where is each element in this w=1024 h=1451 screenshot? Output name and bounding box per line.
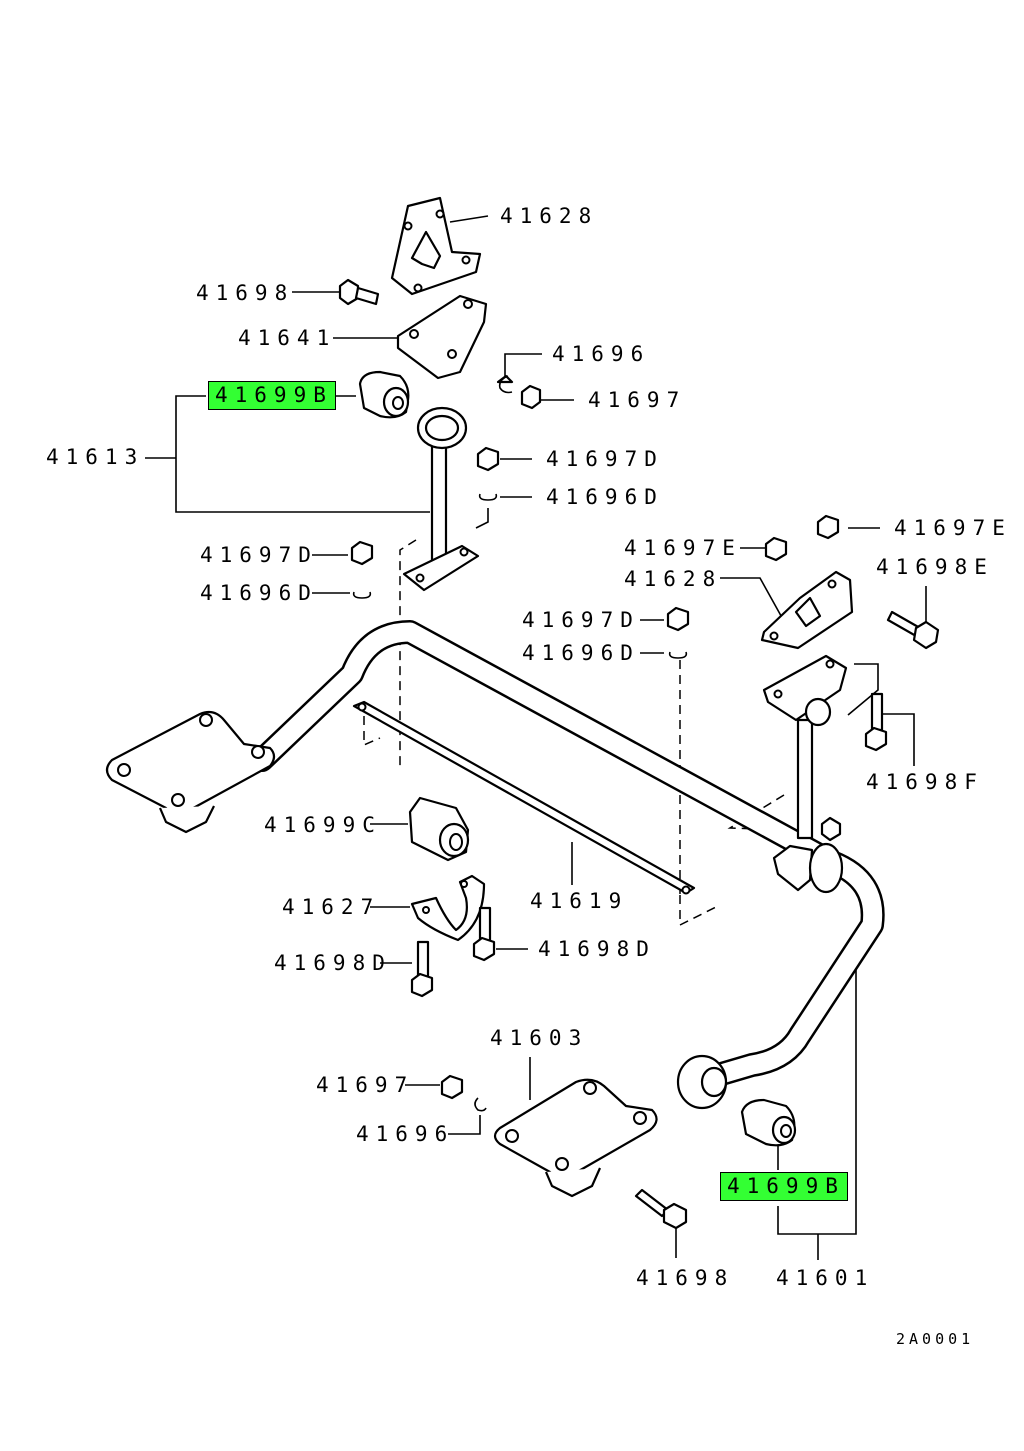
label-41696-bottom[interactable]: 41696 bbox=[356, 1122, 455, 1146]
reference-dashes bbox=[363, 539, 787, 927]
label-41696-top[interactable]: 41696 bbox=[552, 342, 651, 366]
label-41697e-mid[interactable]: 41697E bbox=[624, 536, 742, 560]
label-41619[interactable]: 41619 bbox=[530, 889, 629, 913]
label-41696d-left[interactable]: 41696D bbox=[200, 581, 318, 605]
bolt-41698-top bbox=[338, 278, 380, 306]
bushing-41699c bbox=[408, 796, 470, 862]
plate-41603 bbox=[493, 1078, 658, 1198]
label-41696d-mid[interactable]: 41696D bbox=[522, 641, 640, 665]
bushing-41699b-top bbox=[358, 370, 410, 419]
label-41697-bottom[interactable]: 41697 bbox=[316, 1073, 415, 1097]
label-41697d-mid[interactable]: 41697D bbox=[522, 608, 640, 632]
label-41603[interactable]: 41603 bbox=[490, 1026, 589, 1050]
label-41628-top[interactable]: 41628 bbox=[500, 204, 599, 228]
bolt-41698d-right bbox=[472, 906, 496, 962]
bolt-41698e bbox=[886, 610, 940, 650]
label-41699b-bottom[interactable]: 41699B bbox=[720, 1172, 848, 1201]
clamp-right bbox=[772, 842, 844, 894]
label-41699c[interactable]: 41699C bbox=[264, 813, 382, 837]
bushing-41699b-bottom bbox=[740, 1098, 797, 1147]
label-41698-top[interactable]: 41698 bbox=[196, 281, 295, 305]
label-41697e-right[interactable]: 41697E bbox=[894, 516, 1012, 540]
link-rod-41613 bbox=[402, 406, 480, 592]
label-41699b-top[interactable]: 41699B bbox=[208, 381, 336, 410]
label-41628-mid[interactable]: 41628 bbox=[624, 567, 723, 591]
bracket-41641 bbox=[396, 294, 488, 380]
top-bracket-41628 bbox=[390, 196, 482, 296]
label-41698e[interactable]: 41698E bbox=[876, 555, 994, 579]
label-41627[interactable]: 41627 bbox=[282, 895, 381, 919]
fasteners bbox=[350, 374, 840, 1112]
stabilizer-bar bbox=[250, 620, 885, 1087]
bolt-41698f bbox=[864, 692, 888, 752]
label-41641[interactable]: 41641 bbox=[238, 326, 337, 350]
mid-bracket-41628 bbox=[760, 570, 854, 650]
bar-end-eye bbox=[676, 1054, 728, 1110]
label-41613[interactable]: 41613 bbox=[46, 445, 145, 469]
link-rod-right bbox=[762, 654, 848, 842]
label-41698f[interactable]: 41698F bbox=[866, 770, 984, 794]
label-41698d-left[interactable]: 41698D bbox=[274, 951, 392, 975]
left-mounting-plate bbox=[105, 710, 276, 834]
label-41698d-right[interactable]: 41698D bbox=[538, 937, 656, 961]
label-41697d-left[interactable]: 41697D bbox=[200, 543, 318, 567]
clamp-41627 bbox=[410, 874, 486, 942]
diagram-code: 2A0001 bbox=[896, 1330, 975, 1348]
bolt-41698d-left bbox=[410, 940, 434, 998]
label-41697-top[interactable]: 41697 bbox=[588, 388, 687, 412]
label-41696d-a[interactable]: 41696D bbox=[546, 485, 664, 509]
label-41698-bottom[interactable]: 41698 bbox=[636, 1266, 735, 1290]
bolt-41698-bottom bbox=[634, 1188, 688, 1230]
label-41697d-a[interactable]: 41697D bbox=[546, 447, 664, 471]
label-41601[interactable]: 41601 bbox=[776, 1266, 875, 1290]
